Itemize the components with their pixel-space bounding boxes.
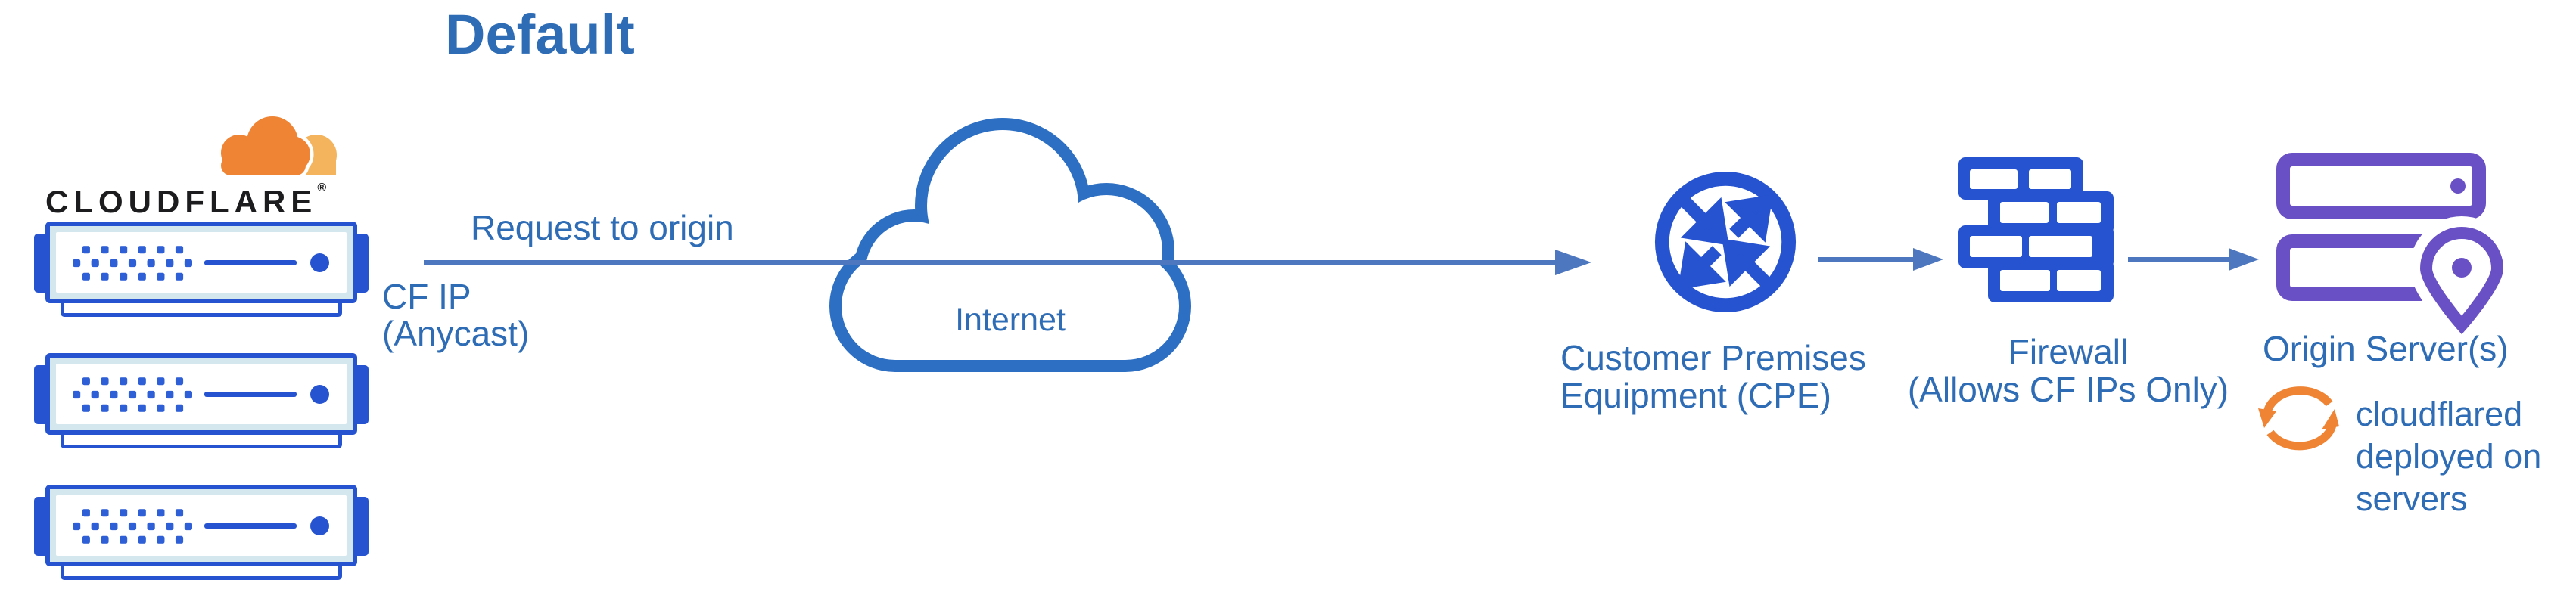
server-body <box>45 222 357 303</box>
server-slot <box>204 392 297 397</box>
location-pin-icon <box>2419 226 2504 335</box>
cloudflare-server-icon <box>34 353 369 453</box>
server-vent-dots <box>73 509 192 544</box>
origin-servers-icon <box>2276 153 2509 336</box>
cloudflare-server-icon <box>34 222 369 321</box>
firewall-to-origin-arrow-head <box>2229 248 2259 271</box>
server-body <box>45 353 357 435</box>
cf-ip-line: CF IP <box>382 277 471 316</box>
cf-ip-anycast-label: CF IP (Anycast) <box>382 278 529 352</box>
cpe-label-line: Customer Premises <box>1560 338 1866 377</box>
request-to-origin-label: Request to origin <box>471 208 734 247</box>
cloudflare-server-icon <box>34 485 369 585</box>
internet-cloud-icon: Internet <box>825 115 1196 372</box>
cpe-to-firewall-arrow-head <box>1913 248 1943 271</box>
origin-servers-label: Origin Server(s) <box>2263 329 2509 368</box>
cpe-label: Customer Premises Equipment (CPE) <box>1560 339 1866 414</box>
page-title: Default <box>445 3 635 66</box>
internet-label: Internet <box>955 302 1066 338</box>
cloudflared-note-line: servers <box>2356 479 2468 518</box>
request-arrow-line <box>424 260 1555 265</box>
firewall-label: Firewall (Allows CF IPs Only) <box>1903 333 2233 408</box>
cloudflared-note: cloudflared deployed on servers <box>2356 393 2541 520</box>
server-body <box>45 485 357 566</box>
firewall-label-line: (Allows CF IPs Only) <box>1907 370 2229 409</box>
registered-trademark: ® <box>317 181 327 194</box>
server-vent-dots <box>73 246 192 281</box>
server-power-light <box>310 253 329 272</box>
firewall-label-line: Firewall <box>2008 332 2129 371</box>
cloud-outline <box>829 118 1191 372</box>
cpe-label-line: Equipment (CPE) <box>1560 376 1831 415</box>
server-power-light <box>310 516 329 535</box>
cpe-to-firewall-arrow-line <box>1818 257 1913 262</box>
firewall-icon <box>1958 157 2114 302</box>
request-arrow-head <box>1555 250 1591 275</box>
sync-icon <box>2258 386 2339 451</box>
router-icon <box>1654 171 1797 313</box>
server-slot <box>204 523 297 529</box>
cloudflared-note-line: cloudflared <box>2356 395 2523 433</box>
cf-ip-line: (Anycast) <box>382 314 530 353</box>
firewall-to-origin-arrow-line <box>2128 257 2229 262</box>
server-power-light <box>310 385 329 404</box>
cloudflare-cloud-icon <box>217 113 337 179</box>
cloudflare-wordmark: CLOUDFLARE® <box>45 181 326 220</box>
cloudflare-logo: CLOUDFLARE® <box>30 106 363 227</box>
cloudflare-wordmark-text: CLOUDFLARE <box>45 184 318 219</box>
server-vent-dots <box>73 377 192 412</box>
server-slot <box>204 260 297 265</box>
cloudflared-note-line: deployed on <box>2356 437 2542 476</box>
